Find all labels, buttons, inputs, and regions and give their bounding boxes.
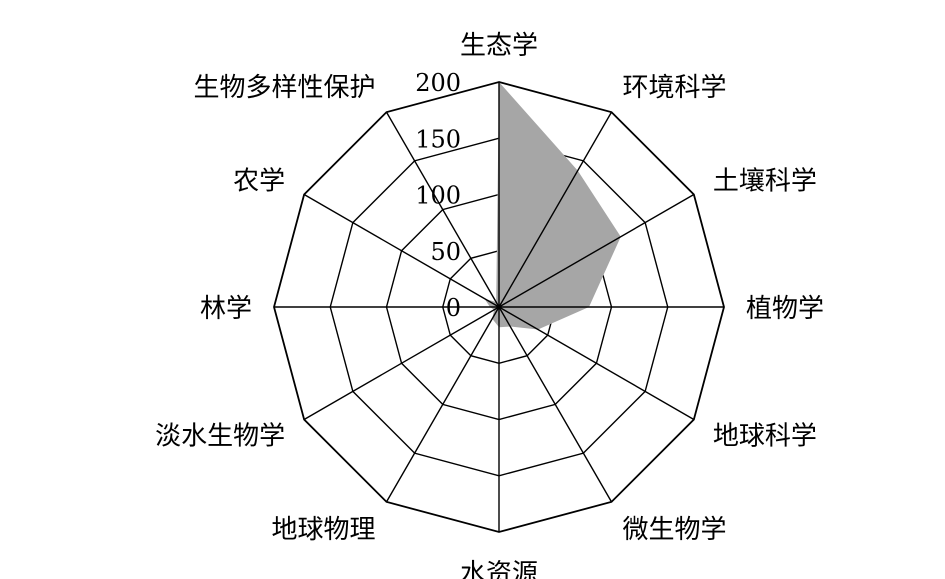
spoke-8 [303, 306, 500, 421]
category-label: 植物学 [746, 294, 824, 324]
category-label: 农学 [233, 167, 285, 197]
radial-tick-label: 0 [446, 294, 461, 322]
category-label: 林学 [200, 294, 252, 324]
radial-tick-label: 150 [415, 125, 461, 153]
spoke-7 [385, 306, 500, 503]
category-label: 地球科学 [713, 422, 817, 452]
radial-tick-label: 200 [415, 69, 461, 97]
category-label: 微生物学 [623, 515, 727, 545]
series-area [484, 82, 621, 330]
category-label: 地球物理 [271, 515, 375, 545]
spoke-10 [303, 193, 500, 308]
radial-tick-labels: 0 50 100 150 200 [415, 69, 461, 322]
category-label: 生物多样性保护 [193, 73, 375, 103]
category-label: 淡水生物学 [155, 422, 285, 452]
category-label: 水资源 [460, 559, 538, 579]
spoke-1 [498, 111, 613, 308]
radial-tick-label: 100 [415, 182, 461, 210]
spoke-11 [385, 111, 500, 308]
spoke-4 [498, 306, 695, 421]
category-label: 环境科学 [623, 73, 727, 103]
radial-tick-label: 50 [430, 238, 461, 266]
category-label: 土壤科学 [713, 167, 817, 197]
category-label: 生态学 [460, 31, 538, 61]
spoke-2 [498, 193, 695, 308]
radar-series [484, 82, 621, 330]
radar-spokes [274, 82, 724, 532]
spoke-5 [498, 306, 613, 503]
